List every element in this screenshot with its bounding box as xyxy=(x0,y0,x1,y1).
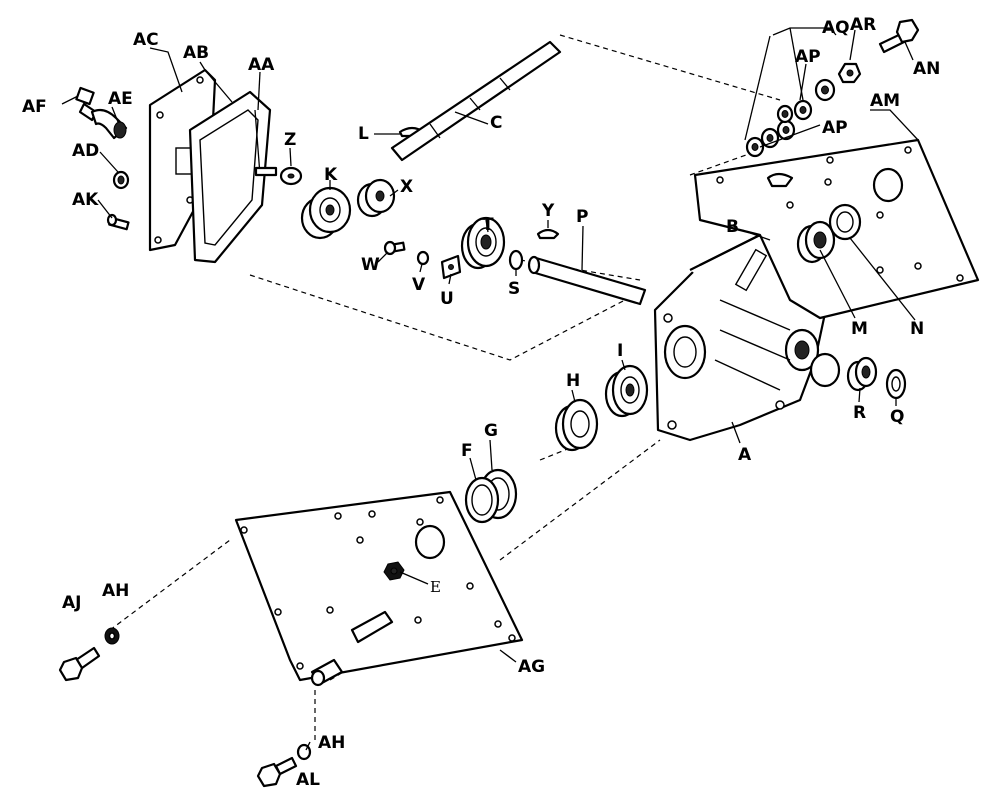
label-c: C xyxy=(490,113,502,133)
part-s-ring xyxy=(508,249,524,271)
part-ak-screw xyxy=(106,213,130,231)
label-r: R xyxy=(853,403,866,423)
label-ag: AG xyxy=(518,657,545,677)
part-v-washer xyxy=(416,250,430,266)
part-t-bearing xyxy=(460,216,506,270)
label-u: U xyxy=(440,289,454,309)
part-z-washer xyxy=(279,166,303,186)
part-h-bearing xyxy=(554,398,599,452)
label-b: B xyxy=(726,217,739,237)
label-w: W xyxy=(361,255,380,275)
label-a: A xyxy=(738,445,752,465)
part-i-bearing xyxy=(604,364,649,418)
label-m: M xyxy=(851,319,868,339)
label-e: E xyxy=(430,578,441,596)
part-n-seal xyxy=(828,203,862,241)
part-aa-lever xyxy=(254,109,278,177)
part-y-key xyxy=(536,228,560,240)
part-ae-elbow xyxy=(90,108,128,140)
label-y: Y xyxy=(541,201,555,221)
part-u-plate xyxy=(440,254,462,280)
label-al: AL xyxy=(296,770,320,790)
label-ar: AR xyxy=(850,15,876,35)
label-q: Q xyxy=(890,407,904,427)
part-m-bearing xyxy=(796,220,836,264)
part-r-bearing xyxy=(846,356,878,392)
label-ab: AB xyxy=(183,43,209,63)
part-ad-plug xyxy=(112,170,130,190)
part-w-screw xyxy=(383,240,406,256)
label-af: AF xyxy=(22,97,47,117)
part-ah-washer-bottom xyxy=(296,743,312,761)
label-ad: AD xyxy=(72,141,99,161)
part-ah-washer-left xyxy=(104,627,120,645)
label-t: T xyxy=(482,215,494,235)
label-p: P xyxy=(576,207,588,227)
label-i: I xyxy=(617,341,623,361)
label-s: S xyxy=(508,279,520,299)
part-aq-washer xyxy=(793,78,836,121)
label-x: X xyxy=(400,177,413,197)
part-aj-bolt xyxy=(58,646,101,682)
label-ae: AE xyxy=(108,89,133,109)
label-l: L xyxy=(358,124,369,144)
label-ap-top: AP xyxy=(795,47,821,67)
label-z: Z xyxy=(284,130,296,150)
part-an-bolt xyxy=(878,18,920,54)
part-k-gear xyxy=(300,186,352,240)
label-aa: AA xyxy=(248,55,275,75)
label-ah-left: AH xyxy=(102,581,129,601)
label-aj: AJ xyxy=(62,593,81,613)
part-x-gear xyxy=(356,178,396,218)
label-g: G xyxy=(484,421,498,441)
label-ac: AC xyxy=(133,30,159,50)
leader-lines xyxy=(61,27,919,751)
label-aq: AQ xyxy=(822,18,850,38)
label-h: H xyxy=(566,371,580,391)
label-am: AM xyxy=(870,91,900,111)
part-q-seal xyxy=(885,368,907,400)
label-k: K xyxy=(324,165,338,185)
part-labels: AC AB AA AF AE AD AK Z K X L C W V U T S… xyxy=(22,15,940,790)
label-ap: AP xyxy=(822,118,848,138)
label-v: V xyxy=(412,275,426,295)
part-ag-plate xyxy=(234,490,524,682)
label-an: AN xyxy=(913,59,940,79)
part-p-shaft xyxy=(527,255,647,306)
label-f: F xyxy=(461,441,473,461)
part-c-shaft xyxy=(390,40,562,162)
part-al-bolt xyxy=(256,756,298,788)
label-n: N xyxy=(910,319,924,339)
part-ap-washers xyxy=(745,104,796,158)
part-ac-cover xyxy=(148,68,217,252)
label-ak: AK xyxy=(72,190,99,210)
part-ag-stub xyxy=(310,658,344,687)
part-ar-nut xyxy=(837,62,862,84)
part-f-seal xyxy=(464,476,500,524)
part-af-fitting xyxy=(75,86,98,122)
label-ah-bottom: AH xyxy=(318,733,345,753)
part-ab-gasket xyxy=(188,90,272,264)
